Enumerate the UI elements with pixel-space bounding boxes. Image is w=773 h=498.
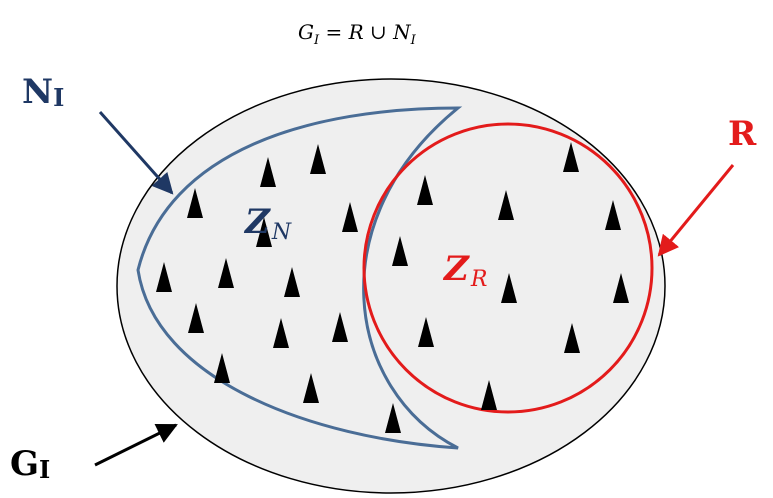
element-marker-r [418, 317, 434, 347]
element-marker-n [417, 175, 433, 205]
element-marker-n [187, 188, 203, 218]
set-r-label: R [728, 114, 757, 154]
element-marker-r [501, 273, 517, 303]
element-marker-r [564, 323, 580, 353]
set-g-arrow [94, 423, 178, 467]
element-markers [156, 142, 629, 433]
set-n-arrow [98, 111, 174, 195]
element-marker-r [392, 236, 408, 266]
element-marker-r [498, 190, 514, 220]
set-g-label: GI [10, 444, 50, 484]
set-n-crescent [136, 106, 463, 450]
element-marker-n [310, 144, 326, 174]
element-marker-n [303, 373, 319, 403]
element-marker-n [284, 267, 300, 297]
element-marker-n [156, 262, 172, 292]
element-marker-r [613, 273, 629, 303]
zone-r-label: ZR [442, 249, 487, 292]
element-marker-r [605, 200, 621, 230]
set-n-label: NI [22, 72, 64, 112]
zone-n-label: ZN [243, 202, 292, 245]
set-r-arrow [657, 164, 735, 257]
element-marker-n [273, 318, 289, 348]
set-g-ellipse [116, 78, 666, 494]
element-marker-n [260, 157, 276, 187]
formula: GI = R ∪ NI [298, 20, 417, 48]
element-marker-n [188, 303, 204, 333]
element-marker-n [256, 217, 272, 247]
element-marker-n [218, 258, 234, 288]
element-marker-n [563, 142, 579, 172]
element-marker-n [332, 312, 348, 342]
element-marker-n [342, 202, 358, 232]
set-r-circle [362, 122, 654, 414]
element-marker-r [481, 380, 497, 410]
element-marker-n [214, 353, 230, 383]
element-marker-n [385, 403, 401, 433]
